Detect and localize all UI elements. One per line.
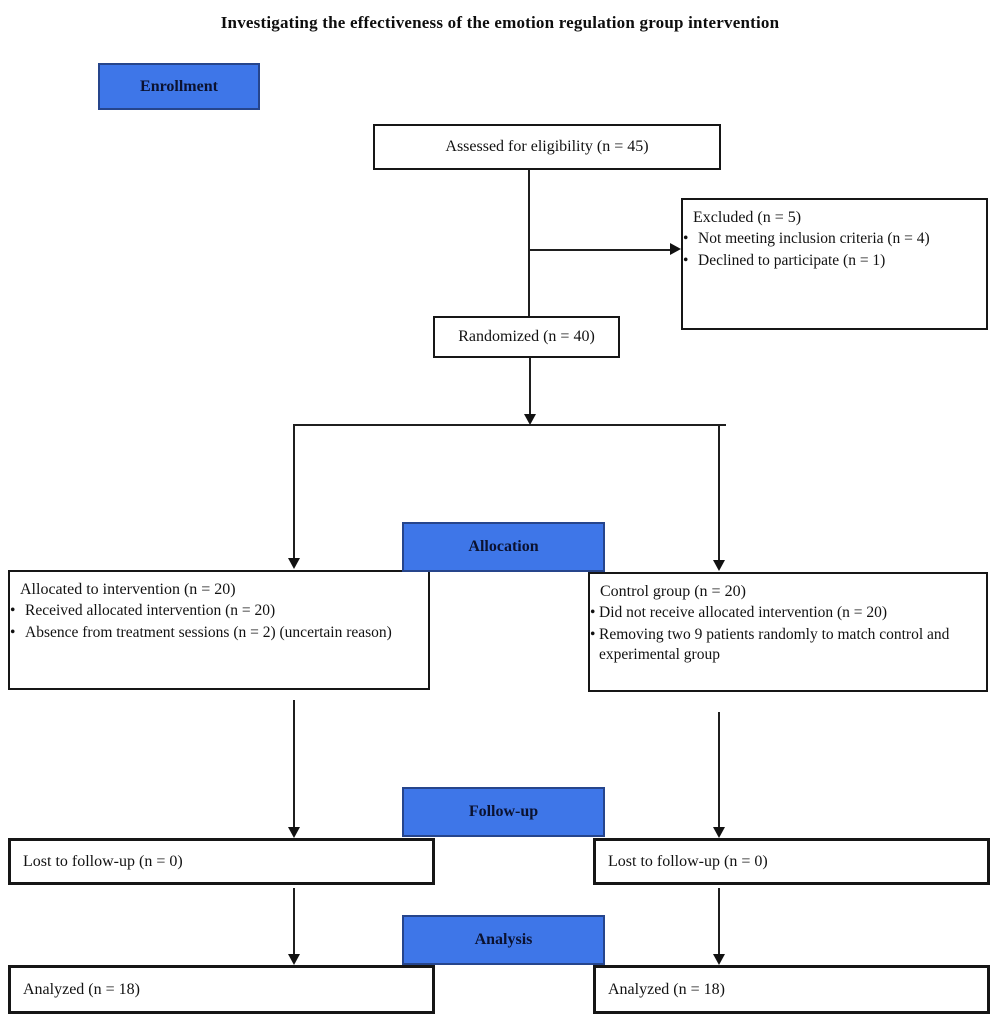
stage-followup-label: Follow-up (468, 803, 539, 820)
arrowhead-split (524, 414, 536, 425)
stage-analysis-label: Analysis (474, 931, 533, 948)
box-allocated-intervention: Allocated to intervention (n = 20) Recei… (8, 570, 430, 690)
connector-split-left (293, 424, 295, 558)
excluded-bullet-list: Not meeting inclusion criteria (n = 4) D… (683, 229, 986, 271)
connector-alloc-to-lost-left (293, 700, 295, 827)
arrowhead-analyzed-right (713, 954, 725, 965)
stage-allocation-label: Allocation (468, 538, 539, 555)
analyzed-right-label: Analyzed (n = 18) (608, 980, 725, 998)
box-assessed: Assessed for eligibility (n = 45) (373, 124, 721, 170)
connector-randomized-to-split (529, 358, 531, 416)
box-lost-followup-left: Lost to follow-up (n = 0) (8, 838, 435, 885)
excluded-bullet: Declined to participate (n = 1) (683, 251, 986, 271)
control-group-bullet-list: Did not receive allocated intervention (… (590, 603, 986, 664)
allocated-intervention-bullet: Received allocated intervention (n = 20) (10, 601, 428, 621)
page-title: Investigating the effectiveness of the e… (220, 13, 780, 32)
arrowhead-allocated-right (713, 560, 725, 571)
randomized-label: Randomized (n = 40) (458, 328, 595, 345)
analyzed-left-label: Analyzed (n = 18) (23, 980, 140, 998)
lost-followup-left-label: Lost to follow-up (n = 0) (23, 852, 183, 870)
excluded-title: Excluded (n = 5) (693, 209, 802, 226)
box-analyzed-right: Analyzed (n = 18) (593, 965, 990, 1014)
control-group-bullet: Did not receive allocated intervention (… (590, 603, 986, 623)
box-excluded: Excluded (n = 5) Not meeting inclusion c… (681, 198, 988, 330)
box-control-group: Control group (n = 20) Did not receive a… (588, 572, 988, 692)
connector-to-excluded (528, 249, 670, 251)
stage-allocation: Allocation (402, 522, 605, 572)
control-group-bullet: Removing two 9 patients randomly to matc… (590, 625, 986, 665)
box-lost-followup-right: Lost to follow-up (n = 0) (593, 838, 990, 885)
stage-followup: Follow-up (402, 787, 605, 837)
allocated-intervention-title: Allocated to intervention (n = 20) (20, 581, 236, 598)
arrowhead-lost-left (288, 827, 300, 838)
connector-split-right (718, 424, 720, 560)
split-horizontal-line (293, 424, 726, 426)
connector-assessed-to-randomized (528, 170, 530, 316)
assessed-label: Assessed for eligibility (n = 45) (445, 138, 649, 155)
connector-lost-to-analyzed-right (718, 888, 720, 954)
lost-followup-right-label: Lost to follow-up (n = 0) (608, 852, 768, 870)
stage-enrollment: Enrollment (98, 63, 260, 110)
control-group-title: Control group (n = 20) (600, 583, 746, 600)
box-randomized: Randomized (n = 40) (433, 316, 620, 358)
box-analyzed-left: Analyzed (n = 18) (8, 965, 435, 1014)
connector-lost-to-analyzed-left (293, 888, 295, 954)
arrowhead-analyzed-left (288, 954, 300, 965)
allocated-intervention-bullet: Absence from treatment sessions (n = 2) … (10, 623, 428, 643)
allocated-intervention-bullet-list: Received allocated intervention (n = 20)… (10, 601, 428, 643)
arrowhead-excluded (670, 243, 681, 255)
arrowhead-lost-right (713, 827, 725, 838)
stage-analysis: Analysis (402, 915, 605, 965)
arrowhead-allocated-left (288, 558, 300, 569)
excluded-bullet: Not meeting inclusion criteria (n = 4) (683, 229, 986, 249)
stage-enrollment-label: Enrollment (140, 77, 218, 95)
connector-alloc-to-lost-right (718, 712, 720, 827)
